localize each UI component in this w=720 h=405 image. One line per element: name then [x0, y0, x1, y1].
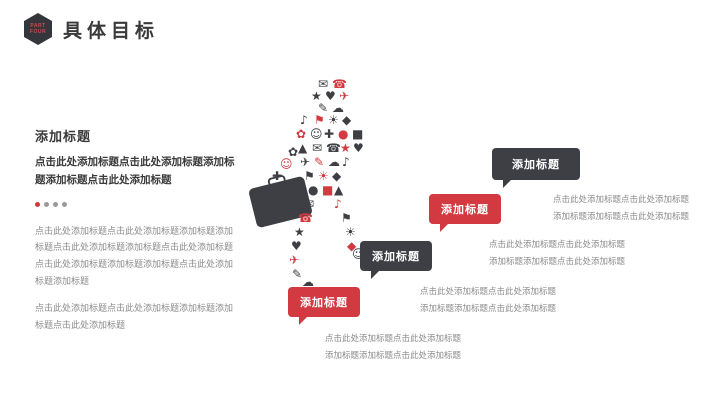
star-icon: ★	[311, 89, 322, 103]
speech-bubble: 添加标题	[360, 241, 432, 279]
sun-icon: ☀	[328, 113, 339, 127]
heart-icon: ♥	[325, 89, 336, 103]
phone-icon: ☎	[326, 141, 341, 155]
plane-icon: ✈	[300, 155, 311, 169]
speech-bubble: 添加标题	[492, 148, 580, 188]
plane-icon: ✈	[339, 89, 350, 103]
page-title: 具体目标	[63, 20, 160, 42]
callout-note-line2: 添加标题添加标题点击此处添加标题	[553, 211, 690, 221]
progress-dot	[35, 201, 40, 207]
callout-note-line2: 添加标题添加标题点击此处添加标题	[325, 350, 462, 360]
callout-label: 添加标题	[441, 204, 489, 216]
phone-icon: ☎	[332, 77, 347, 91]
callout-note: 点击此处添加标题点击此处添加标题 添加标题添加标题点击此处添加标题	[325, 330, 461, 364]
flower-icon: ✿	[288, 145, 299, 159]
diamond-icon: ◆	[342, 113, 352, 127]
star-icon: ★	[294, 225, 305, 239]
pencil-icon: ✎	[292, 267, 303, 281]
dot-icon: ●	[338, 127, 349, 141]
pencil-icon: ✎	[318, 101, 329, 115]
speech-bubble: 添加标题	[288, 287, 360, 325]
plane-icon: ✈	[289, 253, 300, 267]
smiley-icon: ☺	[280, 157, 293, 171]
callout-note: 点击此处添加标题点击此处添加标题 添加标题添加标题点击此处添加标题	[553, 191, 689, 225]
callout-note-line1: 点击此处添加标题点击此处添加标题	[325, 333, 462, 343]
smiley-icon: ☺	[310, 127, 323, 141]
badge-line1: PART	[30, 22, 46, 29]
plus-icon: ✚	[324, 127, 335, 141]
music-icon: ♪	[300, 113, 308, 127]
flag-icon: ⚑	[341, 211, 352, 225]
sun-icon: ☀	[318, 169, 329, 183]
sun-icon: ☀	[345, 225, 356, 239]
progress-dot	[44, 201, 49, 207]
cloud-icon: ☁	[328, 155, 340, 169]
callout-note-line1: 点击此处添加标题点击此处添加标题	[489, 239, 626, 249]
diamond-icon: ◆	[347, 239, 357, 253]
triangle-icon: ▲	[334, 183, 344, 197]
music-icon: ♪	[334, 197, 342, 211]
mail-icon: ✉	[312, 141, 323, 155]
heart-icon: ♥	[353, 141, 364, 155]
callout-label: 添加标题	[300, 297, 348, 309]
flag-icon: ⚑	[314, 113, 325, 127]
phone-icon: ☎	[298, 211, 313, 225]
heart-icon: ♥	[291, 239, 302, 253]
progress-dot	[62, 201, 67, 207]
square-icon: ■	[352, 127, 364, 141]
dots-indicator	[35, 201, 239, 207]
callout-note-line2: 添加标题添加标题点击此处添加标题	[489, 256, 626, 266]
callout-note: 点击此处添加标题点击此处添加标题 添加标题添加标题点击此处添加标题	[420, 283, 556, 317]
callout-note: 点击此处添加标题点击此处添加标题 添加标题添加标题点击此处添加标题	[489, 236, 625, 270]
flower-icon: ✿	[296, 127, 307, 141]
dot-icon: ●	[308, 183, 319, 197]
progress-dot	[53, 201, 58, 207]
diamond-icon: ◆	[332, 169, 342, 183]
person-icon-collage: ✉☎★♥✈✎☁♪⚑☀◆✿☺✚●■▲✉☎★♥✈✎☁♪⚑☀◆✿☺✚●■▲✉☎★♥✈✎…	[248, 72, 382, 307]
mail-icon: ✉	[318, 77, 329, 91]
callout-note-line1: 点击此处添加标题点击此处添加标题	[420, 286, 557, 296]
music-icon: ♪	[342, 155, 350, 169]
speech-bubble: 添加标题	[429, 194, 501, 232]
left-paragraph-1: 点击此处添加标题点击此处添加标题添加标题添加标题点击此处添加标题添加标题点击此处…	[35, 225, 234, 286]
cloud-icon: ☁	[302, 275, 314, 289]
callout-note-line2: 添加标题添加标题点击此处添加标题	[420, 303, 557, 313]
square-icon: ■	[322, 183, 334, 197]
left-subheading: 点击此处添加标题点击此处添加标题添加标题添加标题点击此处添加标题	[35, 156, 235, 187]
cloud-icon: ☁	[332, 101, 344, 115]
callout-label: 添加标题	[372, 251, 420, 263]
left-paragraph-2: 点击此处添加标题点击此处添加标题添加标题添加标题点击此处添加标题	[35, 303, 234, 330]
pencil-icon: ✎	[314, 155, 325, 169]
badge-line2: FOUR	[29, 29, 47, 35]
left-heading: 添加标题	[35, 129, 92, 144]
part-number-badge: PART FOUR	[24, 13, 52, 45]
mail-icon: ✉	[304, 197, 315, 211]
triangle-icon: ▲	[298, 141, 308, 155]
slide-header: PART FOUR 具体目标	[24, 13, 159, 45]
callout-label: 添加标题	[512, 159, 560, 171]
plus-icon: ✚	[272, 169, 283, 183]
flag-icon: ⚑	[304, 169, 315, 183]
callout-note-line1: 点击此处添加标题点击此处添加标题	[553, 194, 690, 204]
star-icon: ★	[340, 141, 351, 155]
left-text-panel: 添加标题 点击此处添加标题点击此处添加标题添加标题添加标题点击此处添加标题 点击…	[35, 126, 239, 345]
